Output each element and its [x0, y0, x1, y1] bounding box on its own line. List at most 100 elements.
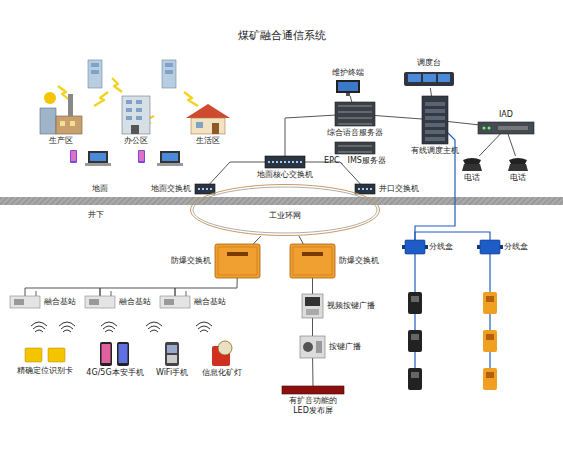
mine-phone-orange: [483, 292, 497, 390]
mine-phone-black: [408, 330, 422, 352]
icon-part: [462, 164, 482, 171]
icon-part: [293, 247, 332, 275]
icon-part: [336, 80, 360, 93]
icon-part: [402, 245, 405, 249]
device-node: 分线盒: [480, 240, 500, 254]
wireless-bolt: [184, 92, 198, 106]
icon-part: [292, 161, 294, 163]
connector-line: [479, 134, 500, 156]
card-icon: [25, 346, 65, 364]
connector-line: [508, 134, 516, 156]
icon-part: [40, 108, 56, 134]
icon-part: [300, 336, 325, 358]
mine-phone-orange: [486, 334, 494, 340]
icon-part: [268, 161, 270, 163]
icon-part: [215, 244, 260, 278]
device-label: 地面交换机: [151, 184, 191, 194]
connector-line: [299, 236, 303, 244]
device-node: 电话: [508, 156, 528, 171]
connector: [350, 96, 352, 102]
icon-part: [126, 100, 132, 104]
icon-part: [288, 161, 290, 163]
mine-phone-black: [408, 292, 422, 314]
device-node: 有线调度主机: [422, 96, 448, 144]
icon-part: [335, 142, 375, 154]
connector: [210, 162, 265, 184]
terminal-row: [70, 150, 183, 166]
device-node: 调度台: [404, 70, 454, 88]
icon-part: [265, 156, 305, 168]
terminal-row: [139, 151, 144, 161]
icon-part: [44, 92, 56, 104]
icon-part: [316, 341, 322, 353]
mine-phone-orange: [483, 292, 497, 314]
device-node: 办公区: [118, 96, 154, 134]
deskphone-icon: [462, 156, 482, 171]
wifi-signal: [31, 322, 47, 332]
device-node: 有扩音功能的 LED发布屏: [282, 386, 344, 394]
icon-part: [212, 123, 219, 134]
area-label: 地面: [92, 184, 108, 194]
mine-phone-black: [411, 334, 419, 340]
connector: [305, 162, 360, 184]
icon-part: [338, 118, 372, 119]
station-icon: [160, 296, 190, 308]
icon-part: [111, 291, 112, 296]
device-label: 办公区: [124, 136, 148, 146]
connector-line: [312, 278, 313, 294]
device-label: 防爆交换机: [171, 256, 211, 266]
icon-part: [366, 188, 368, 190]
cell-tower: [162, 60, 176, 88]
icon-part: [282, 386, 344, 394]
icon-part: [136, 100, 142, 104]
ground-band: [0, 197, 563, 205]
icon-part: [405, 240, 425, 254]
device-node: 防爆交换机: [215, 244, 260, 278]
device-label: 电话: [464, 173, 480, 183]
icon-part: [276, 161, 278, 163]
icon-part: [425, 130, 445, 134]
icon-part: [218, 341, 232, 355]
device-node: 信息化矿灯: [210, 340, 234, 366]
device-label: 综合语音服务器: [327, 128, 383, 138]
icon-part: [218, 247, 257, 275]
icon-part: [206, 188, 208, 190]
mine-phone-black: [408, 368, 422, 390]
icon-part: [131, 125, 139, 134]
icon-part: [478, 122, 534, 134]
icon-part: [346, 93, 350, 96]
house-icon: [186, 104, 230, 134]
connector: [312, 318, 313, 336]
mine-phone-black: [411, 372, 419, 378]
icon-part: [167, 355, 177, 363]
mine-phone-black: [411, 296, 419, 302]
device-label: EPC、IMS服务器: [324, 156, 386, 166]
connector-line: [375, 116, 422, 120]
icon-part: [165, 342, 179, 366]
connector-line: [312, 318, 313, 336]
icon-part: [60, 121, 65, 126]
exbox-icon: [215, 244, 260, 278]
device-label: 有线调度主机: [411, 146, 459, 156]
mobile-icon: [100, 342, 130, 366]
icon-part: [100, 342, 112, 366]
connector-line: [415, 232, 490, 240]
mine-phone-orange: [486, 372, 494, 378]
icon-part: [198, 188, 200, 190]
icon-part: [338, 124, 372, 125]
cell-tower: [91, 63, 99, 67]
terminal-row: [71, 151, 76, 161]
icon-part: [477, 245, 480, 249]
connector-line: [350, 96, 352, 102]
icon-part: [210, 188, 212, 190]
connector: [25, 288, 100, 296]
icon-part: [191, 118, 225, 134]
icon-part: [498, 126, 528, 130]
terminal-row: [160, 151, 180, 163]
connector-line: [210, 162, 265, 184]
device-node: WiFi手机: [163, 342, 181, 366]
exbox-icon: [290, 244, 335, 278]
device-node: 生产区: [38, 88, 84, 134]
icon-part: [425, 123, 445, 127]
